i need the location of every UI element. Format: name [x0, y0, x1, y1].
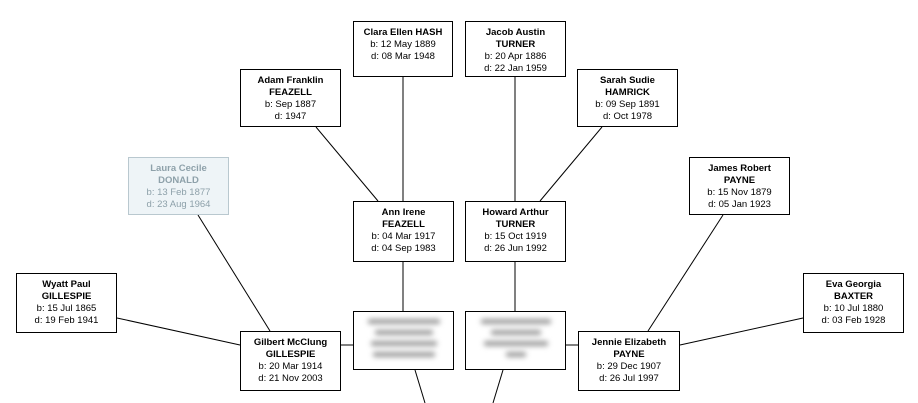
person-birth: b: 04 Mar 1917	[371, 231, 436, 242]
person-given-name: Adam Franklin	[257, 75, 324, 86]
person-death: d: 04 Sep 1983	[371, 243, 436, 254]
person-birth: b: 15 Nov 1879	[707, 187, 772, 198]
connector-laura-gilbert	[197, 214, 271, 332]
person-surname: PAYNE	[613, 349, 645, 360]
person-card-ann-feazell[interactable]: Ann Irene FEAZELL b: 04 Mar 1917 d: 04 S…	[353, 201, 454, 262]
person-death: d: Oct 1978	[602, 111, 653, 122]
connector-left-down	[414, 369, 426, 403]
person-card-adam-feazell[interactable]: Adam Franklin FEAZELL b: Sep 1887 d: 194…	[240, 69, 341, 127]
connector-right-down	[492, 369, 504, 403]
person-given-name: Sarah Sudie	[600, 75, 655, 86]
person-card-wyatt-gillespie[interactable]: Wyatt Paul GILLESPIE b: 15 Jul 1865 d: 1…	[16, 273, 117, 333]
person-card-clara-hash[interactable]: Clara Ellen HASH b: 12 May 1889 d: 08 Ma…	[353, 21, 453, 77]
person-surname: FEAZELL	[382, 219, 425, 230]
person-given-name: Gilbert McClung	[253, 337, 328, 348]
person-surname: TURNER	[495, 219, 536, 230]
person-death: d: 1947	[274, 111, 307, 122]
person-given-name: Wyatt Paul	[42, 279, 91, 290]
person-death: d: 26 Jul 1997	[599, 373, 659, 384]
person-birth: b: 20 Mar 1914	[258, 361, 323, 372]
person-birth: b: Sep 1887	[264, 99, 317, 110]
redacted-content	[466, 312, 565, 357]
redacted-content	[354, 312, 453, 357]
person-birth: b: 09 Sep 1891	[595, 99, 660, 110]
person-surname: FEAZELL	[269, 87, 312, 98]
person-death: d: 05 Jan 1923	[708, 199, 771, 210]
connector-james-jennie	[647, 214, 724, 332]
person-given-name: Jacob Austin	[485, 27, 546, 38]
person-card-eva-baxter[interactable]: Eva Georgia BAXTER b: 10 Jul 1880 d: 03 …	[803, 273, 904, 333]
person-birth: b: 15 Oct 1919	[484, 231, 547, 242]
person-surname: PAYNE	[723, 175, 756, 186]
person-birth: b: 29 Dec 1907	[596, 361, 662, 372]
person-surname: GILLESPIE	[41, 291, 92, 302]
person-birth: b: 12 May 1889	[370, 39, 436, 50]
person-surname: GILLESPIE	[265, 349, 316, 360]
connector-wyatt-gilbert	[116, 317, 241, 346]
connector-adam-ann	[315, 126, 379, 202]
person-card-howard-turner[interactable]: Howard Arthur TURNER b: 15 Oct 1919 d: 2…	[465, 201, 566, 262]
person-card-redacted-left[interactable]	[353, 311, 454, 370]
person-given-name: James Robert	[708, 163, 771, 174]
person-card-gilbert-gillespie[interactable]: Gilbert McClung GILLESPIE b: 20 Mar 1914…	[240, 331, 341, 391]
person-birth: b: 15 Jul 1865	[36, 303, 97, 314]
connector-sarah-howard	[539, 126, 603, 202]
person-surname: TURNER	[495, 39, 536, 50]
person-given-name: Howard Arthur	[482, 207, 549, 218]
person-given-name: Ann Irene	[381, 207, 426, 218]
person-card-james-payne[interactable]: James Robert PAYNE b: 15 Nov 1879 d: 05 …	[689, 157, 790, 215]
connector-eva-jennie	[679, 317, 804, 346]
person-death: d: 23 Aug 1964	[146, 199, 211, 210]
person-birth: b: 20 Apr 1886	[484, 51, 547, 62]
person-death: d: 03 Feb 1928	[821, 315, 886, 326]
person-surname: DONALD	[158, 175, 199, 186]
person-birth: b: 10 Jul 1880	[823, 303, 884, 314]
person-card-sarah-hamrick[interactable]: Sarah Sudie HAMRICK b: 09 Sep 1891 d: Oc…	[577, 69, 678, 127]
person-death: d: 19 Feb 1941	[34, 315, 99, 326]
person-card-laura-donald[interactable]: Laura Cecile DONALD b: 13 Feb 1877 d: 23…	[128, 157, 229, 215]
person-death: d: 21 Nov 2003	[258, 373, 323, 384]
person-given-name: Laura Cecile	[150, 163, 207, 174]
person-death: d: 26 Jun 1992	[484, 243, 547, 254]
person-surname: HAMRICK	[605, 87, 650, 98]
person-birth: b: 13 Feb 1877	[146, 187, 211, 198]
person-name: Clara Ellen HASH	[363, 27, 443, 38]
person-given-name: Eva Georgia	[825, 279, 882, 290]
person-card-jennie-payne[interactable]: Jennie Elizabeth PAYNE b: 29 Dec 1907 d:…	[578, 331, 680, 391]
person-card-redacted-right[interactable]	[465, 311, 566, 370]
person-card-jacob-turner[interactable]: Jacob Austin TURNER b: 20 Apr 1886 d: 22…	[465, 21, 566, 77]
person-given-name: Jennie Elizabeth	[591, 337, 667, 348]
person-death: d: 08 Mar 1948	[371, 51, 435, 62]
person-death: d: 22 Jan 1959	[484, 63, 547, 74]
person-surname: BAXTER	[833, 291, 874, 302]
